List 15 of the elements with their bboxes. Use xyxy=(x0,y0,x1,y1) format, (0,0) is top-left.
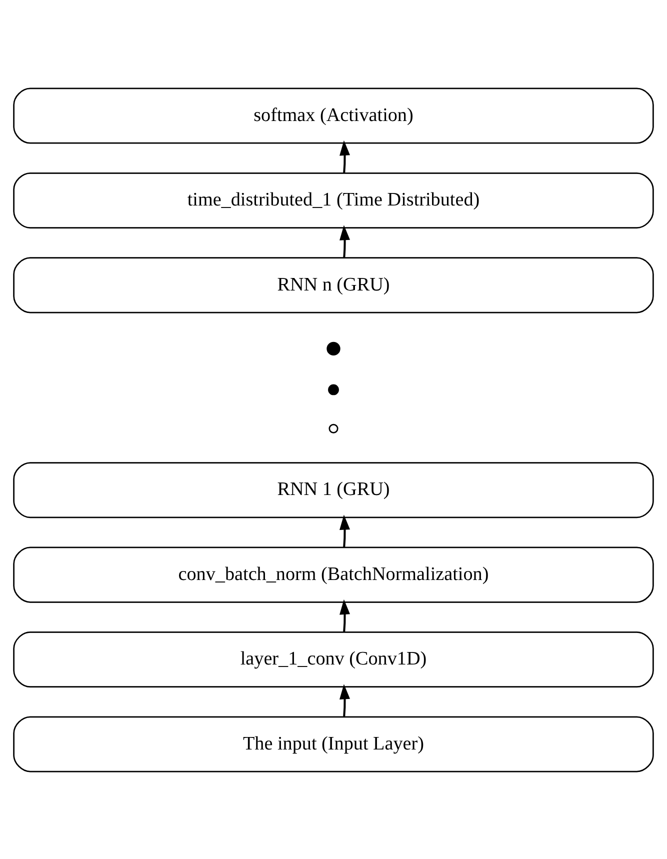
node-box: RNN n (GRU) xyxy=(13,256,654,313)
node-circle xyxy=(328,423,338,433)
node-box: The input (Input Layer) xyxy=(13,716,654,772)
arrow xyxy=(340,140,350,172)
node-circle xyxy=(328,384,339,395)
node-box: conv_batch_norm (BatchNormalization) xyxy=(13,546,654,602)
node-circle xyxy=(326,341,340,356)
node-box: layer_1_conv (Conv1D) xyxy=(13,631,654,688)
node-box: time_distributed_1 (Time Distributed) xyxy=(13,172,654,228)
node-box: softmax (Activation) xyxy=(13,87,654,144)
arrow xyxy=(340,514,350,547)
arrow xyxy=(340,598,350,632)
arrow xyxy=(340,684,350,716)
node-box: RNN 1 (GRU) xyxy=(13,462,654,518)
arrow xyxy=(340,224,350,258)
